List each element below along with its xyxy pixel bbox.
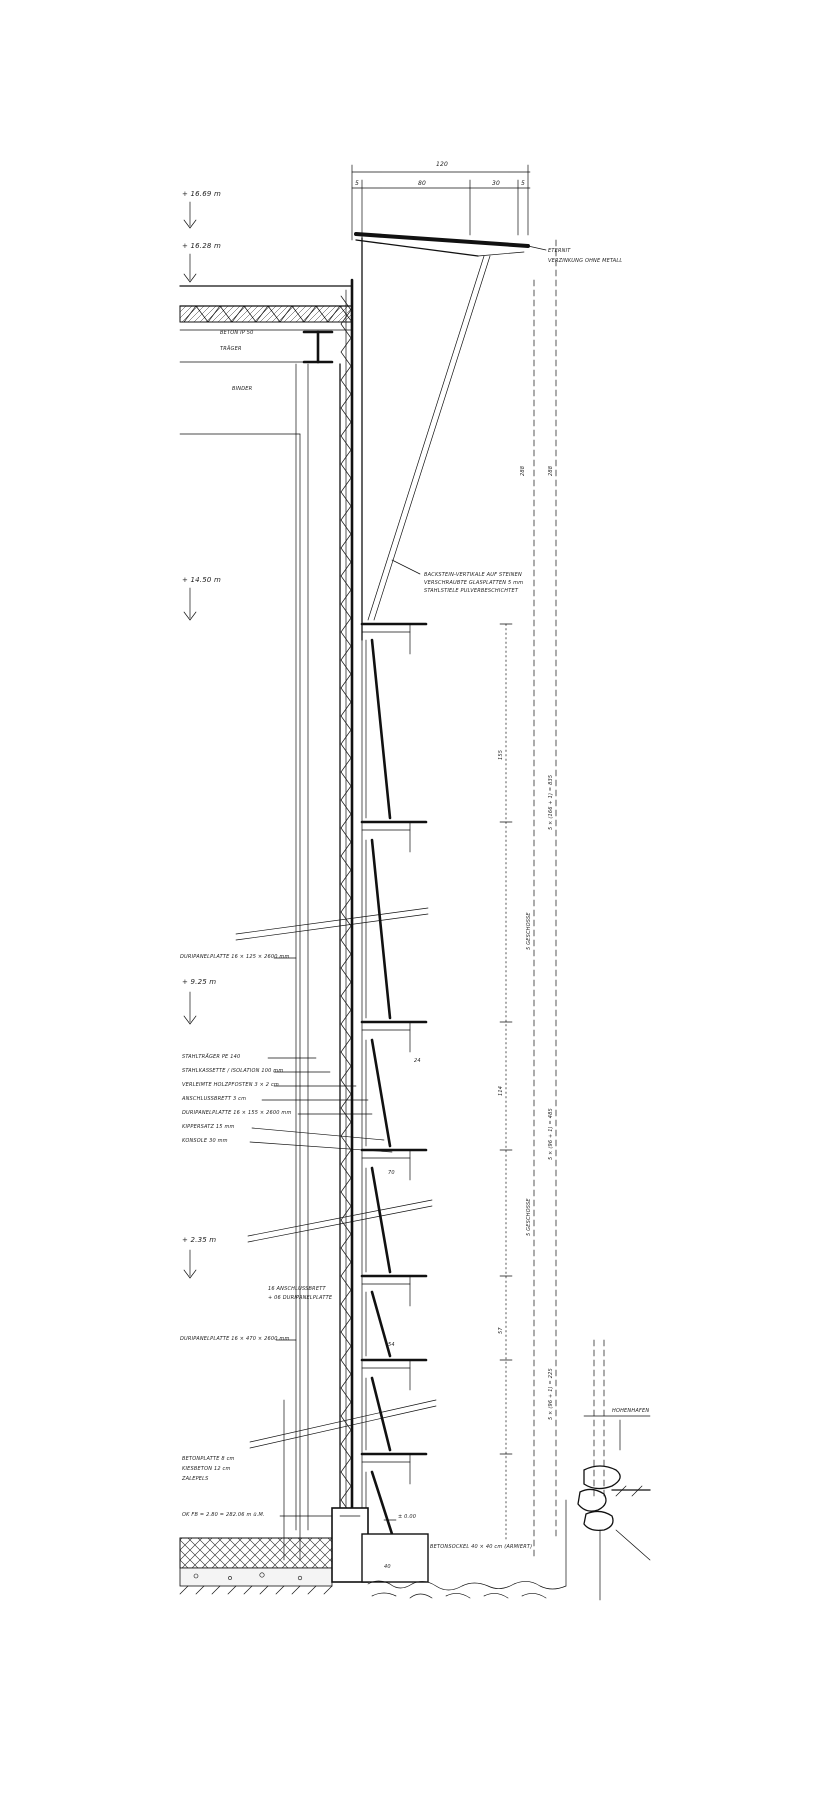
- label-slab-beton: BETON IP 50: [220, 330, 254, 336]
- dim-stair-2: 70: [388, 1170, 395, 1176]
- dim-top-part-2: 80: [418, 180, 426, 187]
- label-binder: BINDER: [232, 386, 252, 392]
- label-panel-upper: DURIPANELPLATTE 16 × 125 × 2600 mm: [180, 954, 290, 960]
- dim-foundation-40: 40: [384, 1564, 391, 1570]
- dim-top-total: 120: [436, 161, 448, 168]
- shelf-1: [360, 622, 428, 655]
- shelf-6: [360, 1358, 428, 1391]
- label-mid-2: + 06 DURIPANELPLATTE: [268, 1295, 333, 1301]
- shelf-4: [360, 1148, 428, 1181]
- shelf-5: [360, 1274, 428, 1307]
- level-16-69: + 16.69 m: [182, 190, 221, 198]
- shelf-3: [360, 1020, 428, 1053]
- level-2-35: + 2.35 m: [182, 1236, 216, 1244]
- label-base-3: ZALEPELS: [181, 1476, 209, 1482]
- right-dimension-chains: 155 114 57 5 GESCHOSSE 5 × (166 + 1) = 8…: [498, 623, 554, 1541]
- break-lines: [235, 907, 437, 1449]
- dim-upper-288: 288: [520, 466, 526, 476]
- dim-stair-3: 54: [388, 1342, 395, 1348]
- label-base-1: BETONPLATTE 8 cm: [182, 1456, 235, 1462]
- shelf-7: [360, 1452, 428, 1485]
- wall-structure: [283, 278, 363, 1561]
- chain-lower-formula: 5 × (96 + 1) = 485: [548, 1108, 554, 1160]
- facade-floors: 24 70 54: [360, 622, 428, 1536]
- label-slab-traeger: TRÄGER: [220, 345, 242, 352]
- level-16-28: + 16.28 m: [182, 242, 221, 250]
- label-stack-2: STAHLKASSETTE / ISOLATION 100 mm: [182, 1068, 283, 1074]
- label-mid-1: 16 ANSCHLUSSBRETT: [268, 1286, 326, 1292]
- chain-bottom-formula: 5 × (96 + 1) = 225: [548, 1368, 554, 1420]
- label-stack-5: DURIPANELPLATTE 16 × 155 × 2600 mm: [182, 1110, 292, 1116]
- dim-stair-1: 24: [414, 1058, 421, 1064]
- dim-top-part-1: 5: [355, 180, 359, 187]
- level-14-50: + 14.50 m: [182, 576, 221, 584]
- label-stack-4: ANSCHLUSSBRETT 3 cm: [181, 1096, 246, 1102]
- chain-upper-label: 5 GESCHOSSE: [526, 912, 532, 950]
- label-stack-3: VERLEIMTE HOLZPFOSTEN 3 × 2 cm: [182, 1082, 279, 1088]
- label-hohenhafen: HOHENHAFEN: [612, 1408, 649, 1414]
- label-stack-7: KONSOLE 30 mm: [182, 1138, 228, 1144]
- dim-top-part-3: 30: [492, 180, 500, 187]
- label-eternit: ETERNIT: [548, 248, 571, 254]
- chain-lower-label: 5 GESCHOSSE: [526, 1198, 532, 1236]
- label-base-4: OK FB = 2.80 = 282.06 m ü.M.: [182, 1512, 265, 1518]
- foundation: 40 BETONSOCKEL 40 × 40 cm (ARMIERT): [179, 1499, 567, 1599]
- dim-top-part-4: 5: [521, 180, 525, 187]
- label-panel-lower: DURIPANELPLATTE 16 × 470 × 2600 mm: [180, 1336, 290, 1342]
- label-base-2: KIESBETON 12 cm: [182, 1466, 231, 1472]
- label-zinc: VERZINKUNG OHNE METALL: [548, 258, 622, 264]
- right-terrain: HOHENHAFEN: [577, 1339, 651, 1601]
- label-glazing-2: VERSCHRAUBTE GLASPLATTEN 5 mm: [424, 580, 523, 586]
- level-9-25: + 9.25 m: [182, 978, 216, 986]
- label-glazing-1: BACKSTEIN-VERTIKALE AUF STEINEN: [424, 572, 522, 578]
- level-markers-upper: + 16.69 m + 16.28 m + 14.50 m: [182, 190, 221, 621]
- top-dimension-chain: 120 5 80 30 5: [351, 161, 531, 241]
- dim-right-155: 155: [498, 750, 504, 760]
- upper-glazing: 288 288 BACKSTEIN-VERTIKALE AUF STEINEN …: [361, 237, 557, 1561]
- dim-right-57: 57: [498, 1327, 504, 1334]
- dim-right-114: 114: [498, 1086, 504, 1096]
- left-annotations: DURIPANELPLATTE 16 × 125 × 2600 mm + 9.2…: [180, 954, 416, 1521]
- shelf-2: [360, 820, 428, 853]
- dim-upper-288-b: 288: [548, 466, 554, 476]
- label-foundation: BETONSOCKEL 40 × 40 cm (ARMIERT): [430, 1544, 532, 1550]
- label-stack-1: STAHLTRÄGER PE 140: [182, 1053, 240, 1060]
- level-0-00: ± 0.00: [398, 1514, 416, 1520]
- roof-slab: BETON IP 50 TRÄGER BINDER: [179, 285, 353, 1561]
- label-glazing-3: STAHLSTIELE PULVERBESCHICHTET: [424, 588, 519, 594]
- chain-upper-formula: 5 × (166 + 1) = 835: [548, 775, 554, 830]
- roof-canopy: ETERNIT VERZINKUNG OHNE METALL: [354, 232, 622, 264]
- label-stack-6: KIPPERSATZ 15 mm: [182, 1124, 235, 1130]
